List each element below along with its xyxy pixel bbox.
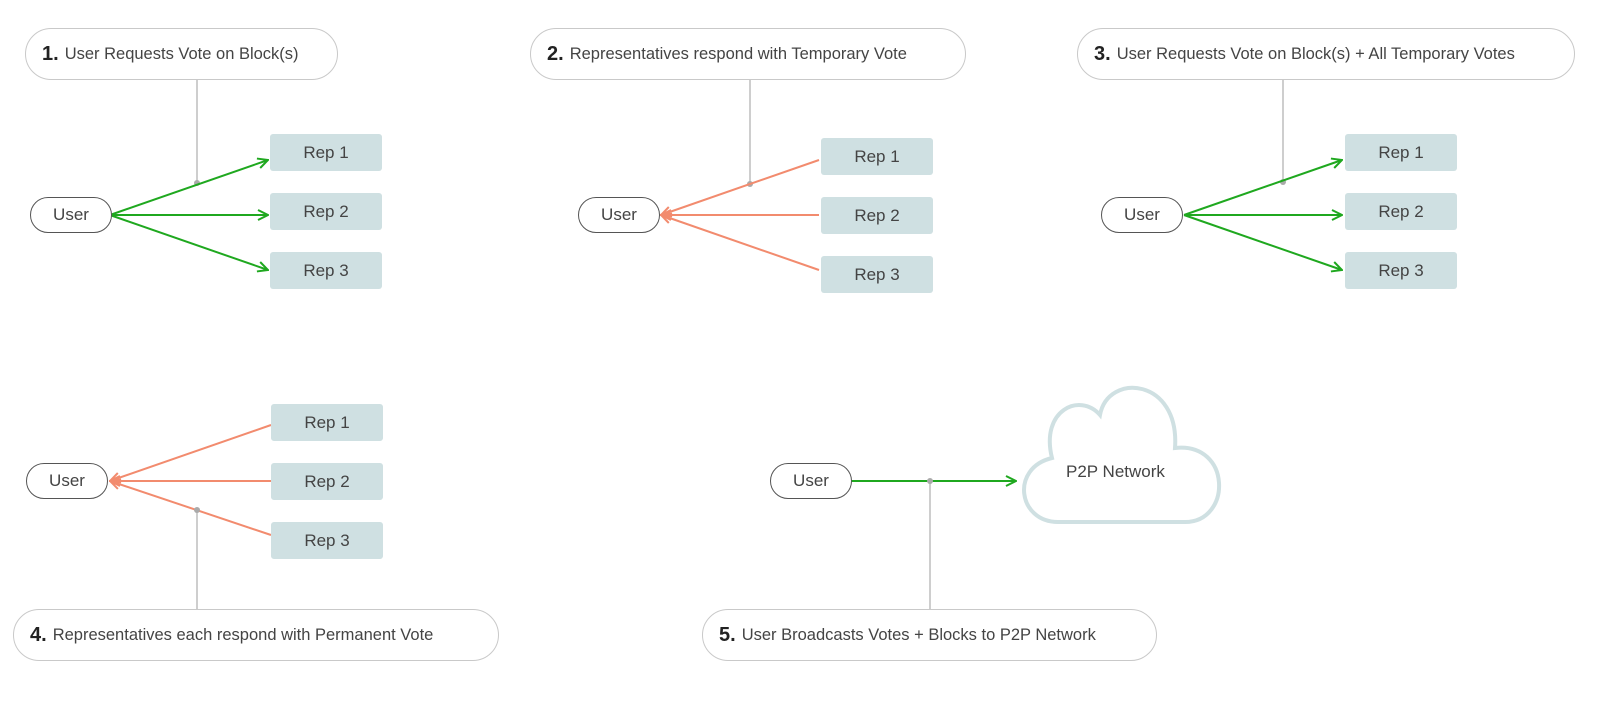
step-1-user-node: User xyxy=(30,197,112,233)
step-5-connector-dot xyxy=(927,478,933,484)
step-3-rep-1: Rep 1 xyxy=(1345,134,1457,171)
step-5-label: 5. User Broadcasts Votes + Blocks to P2P… xyxy=(702,609,1157,661)
step-3-arrow-rep-3 xyxy=(1183,214,1342,270)
step-2-text: Representatives respond with Temporary V… xyxy=(569,44,907,63)
step-4-rep-1: Rep 1 xyxy=(271,404,383,441)
step-3-rep-3: Rep 3 xyxy=(1345,252,1457,289)
step-2-arrow-rep-3 xyxy=(661,215,820,271)
p2p-network-cloud xyxy=(1022,385,1221,524)
step-5-text: User Broadcasts Votes + Blocks to P2P Ne… xyxy=(741,625,1096,644)
p2p-network-label: P2P Network xyxy=(1066,462,1165,481)
step-1-rep-1: Rep 1 xyxy=(270,134,382,171)
step-3-text: User Requests Vote on Block(s) + All Tem… xyxy=(1116,44,1515,63)
step-4-user-node: User xyxy=(26,463,108,499)
step-1-text: User Requests Vote on Block(s) xyxy=(64,44,299,63)
step-2-arrow-rep-1 xyxy=(661,159,820,215)
step-1-rep-2: Rep 2 xyxy=(270,193,382,230)
step-4-rep-3: Rep 3 xyxy=(271,522,383,559)
step-4-arrow-rep-3 xyxy=(110,481,272,536)
step-2-rep-2: Rep 2 xyxy=(821,197,933,234)
step-3-user-node: User xyxy=(1101,197,1183,233)
step-4-text: Representatives each respond with Perman… xyxy=(52,625,434,644)
step-2-user-node: User xyxy=(578,197,660,233)
step-2-rep-3: Rep 3 xyxy=(821,256,933,293)
step-5-user-node: User xyxy=(770,463,852,499)
step-2-rep-1: Rep 1 xyxy=(821,138,933,175)
step-4-label: 4. Representatives each respond with Per… xyxy=(13,609,499,661)
step-1-arrow-rep-3 xyxy=(109,214,268,270)
step-1-rep-3: Rep 3 xyxy=(270,252,382,289)
step-3-rep-2: Rep 2 xyxy=(1345,193,1457,230)
step-4-arrow-rep-1 xyxy=(110,424,272,481)
step-4-rep-2: Rep 2 xyxy=(271,463,383,500)
step-4-connector-dot xyxy=(194,507,200,513)
step-3-label: 3. User Requests Vote on Block(s) + All … xyxy=(1077,28,1575,80)
step-1-arrow-rep-1 xyxy=(109,160,268,216)
step-1-number: 1. xyxy=(42,42,59,65)
step-3-number: 3. xyxy=(1094,42,1111,65)
step-2-number: 2. xyxy=(547,42,564,65)
step-1-label: 1. User Requests Vote on Block(s) xyxy=(25,28,338,80)
step-2-label: 2. Representatives respond with Temporar… xyxy=(530,28,966,80)
step-3-arrow-rep-1 xyxy=(1183,160,1342,216)
step-4-number: 4. xyxy=(30,623,47,646)
step-5-number: 5. xyxy=(719,623,736,646)
